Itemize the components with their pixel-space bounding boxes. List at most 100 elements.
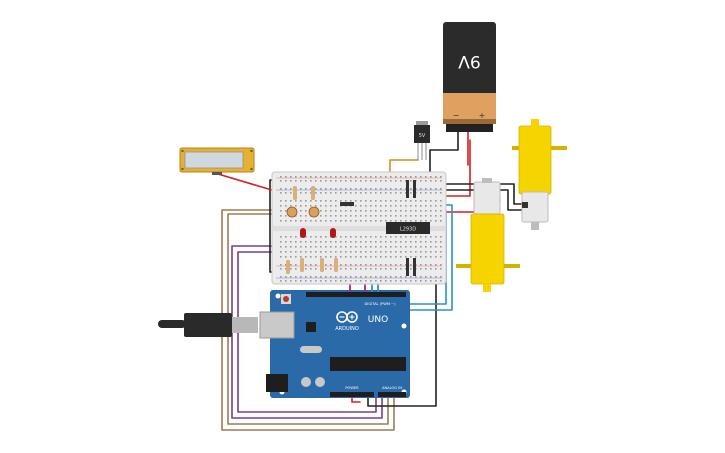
resistor-5[interactable] (320, 258, 324, 272)
diode[interactable] (340, 202, 354, 206)
wire-purple-inner[interactable] (237, 251, 377, 413)
photoresistor-1[interactable] (286, 206, 298, 218)
breadboard-hole (290, 236, 292, 238)
battery-9v[interactable]: 9V − + (443, 22, 496, 132)
capacitor-3[interactable] (406, 258, 409, 276)
breadboard-hole (325, 264, 327, 266)
breadboard-hole (345, 215, 347, 217)
resistor-3[interactable] (286, 260, 290, 274)
breadboard-hole (370, 215, 372, 217)
capacitor-1[interactable] (406, 180, 409, 198)
breadboard-hole (285, 256, 287, 258)
wire-battery-negative[interactable] (429, 127, 459, 181)
breadboard-hole (420, 241, 422, 243)
breadboard-hole (410, 268, 412, 270)
resistor-2[interactable] (311, 186, 315, 200)
breadboard-hole (430, 276, 432, 278)
breadboard-hole (395, 264, 397, 266)
breadboard-hole (380, 188, 382, 190)
breadboard[interactable] (271, 171, 447, 285)
breadboard-hole (325, 205, 327, 207)
breadboard-hole (430, 180, 432, 182)
resistor-1[interactable] (293, 186, 297, 200)
breadboard-hole (375, 280, 377, 282)
wire-black-motor-2[interactable] (429, 189, 523, 211)
wire-red-supply[interactable] (435, 139, 471, 197)
wire-red-arduino[interactable] (351, 397, 361, 403)
arduino-power-header[interactable] (330, 392, 374, 397)
resistor-4[interactable] (300, 258, 304, 272)
resistors (286, 186, 338, 274)
dc-motor-left[interactable] (456, 178, 520, 292)
breadboard-hole (410, 256, 412, 258)
breadboard-hole (340, 210, 342, 212)
breadboard-hole (440, 188, 442, 190)
breadboard-hole (375, 220, 377, 222)
voltage-regulator[interactable]: 5V (414, 121, 430, 160)
breadboard-hole (415, 280, 417, 282)
breadboard-hole (370, 188, 372, 190)
breadboard-hole (390, 192, 392, 194)
breadboard-hole (435, 246, 437, 248)
breadboard-hole (420, 180, 422, 182)
breadboard-hole (420, 220, 422, 222)
breadboard-hole (370, 251, 372, 253)
capacitor-2[interactable] (413, 180, 416, 198)
lcd-module[interactable] (179, 147, 255, 175)
breadboard-hole (355, 251, 357, 253)
breadboard-hole (290, 246, 292, 248)
arduino-power-jack[interactable] (266, 374, 288, 392)
breadboard-hole (365, 276, 367, 278)
wire-brown-inner[interactable] (227, 213, 389, 425)
wire-brown-outer[interactable] (221, 209, 395, 431)
resistor-6[interactable] (334, 258, 338, 272)
battery-plus-label: + (479, 111, 486, 120)
breadboard-hole (370, 176, 372, 178)
led-left[interactable] (300, 228, 306, 238)
arduino-digital-header[interactable] (306, 292, 406, 297)
breadboard-hole (310, 176, 312, 178)
breadboard-hole (280, 241, 282, 243)
breadboard-hole (325, 280, 327, 282)
usb-cable[interactable] (158, 313, 258, 337)
breadboard-hole (420, 276, 422, 278)
breadboard-hole (370, 268, 372, 270)
breadboard-hole (435, 280, 437, 282)
breadboard-hole (350, 268, 352, 270)
breadboard-hole (405, 180, 407, 182)
breadboard-hole (330, 210, 332, 212)
breadboard-hole (405, 264, 407, 266)
arduino-analog-header[interactable] (378, 392, 406, 397)
breadboard-hole (405, 205, 407, 207)
breadboard-hole (295, 251, 297, 253)
capacitor-4[interactable] (413, 258, 416, 276)
breadboard-hole (300, 192, 302, 194)
breadboard-hole (410, 205, 412, 207)
breadboard-hole (425, 205, 427, 207)
led-right[interactable] (330, 228, 336, 238)
breadboard-hole (350, 256, 352, 258)
breadboard-hole (360, 241, 362, 243)
breadboard-hole (390, 215, 392, 217)
breadboard-hole (395, 241, 397, 243)
arduino-uno[interactable]: ARDUINO UNO DIGITAL (PWM ~) POWER ANALOG… (259, 290, 410, 398)
dc-motor-right[interactable] (512, 119, 567, 230)
breadboard-hole (420, 280, 422, 282)
breadboard-hole (440, 180, 442, 182)
breadboard-hole (345, 192, 347, 194)
breadboard-hole (380, 246, 382, 248)
breadboard-hole (435, 215, 437, 217)
wire-purple-outer[interactable] (231, 245, 383, 419)
breadboard-hole (280, 205, 282, 207)
breadboard-hole (415, 210, 417, 212)
breadboard-hole (310, 264, 312, 266)
motor-driver-ic[interactable]: L293D (386, 222, 430, 234)
breadboard-hole (400, 264, 402, 266)
arduino-usb-port[interactable] (259, 311, 295, 339)
breadboard-hole (340, 268, 342, 270)
breadboard-hole (360, 246, 362, 248)
breadboard-hole (320, 236, 322, 238)
breadboard-hole (295, 264, 297, 266)
breadboard-hole (280, 264, 282, 266)
photoresistor-2[interactable] (308, 206, 320, 218)
